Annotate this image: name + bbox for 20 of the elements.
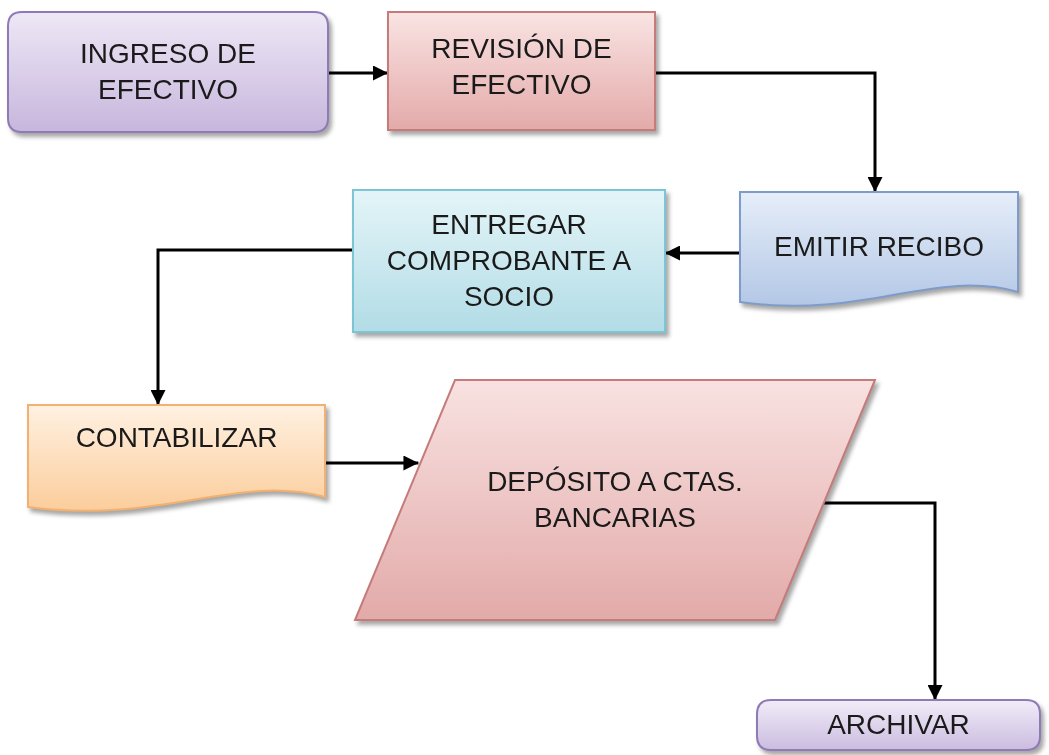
arrow [325, 455, 419, 471]
document-shape [28, 405, 325, 515]
document-shape [740, 192, 1018, 310]
data-parallelogram [355, 380, 875, 620]
process-box [757, 700, 1040, 750]
step-label: ARCHIVAR [826, 708, 971, 742]
arrow [823, 501, 943, 700]
process-box [388, 12, 655, 130]
process-box [353, 190, 665, 332]
arrow [655, 71, 883, 192]
step-label: DEPÓSITO A CTAS. BANCARIAS [486, 465, 744, 535]
step-label: ENTREGAR COMPROBANTE A SOCIO [385, 208, 633, 314]
step-label: CONTABILIZAR [74, 420, 279, 455]
process-box [8, 12, 328, 132]
arrow [665, 245, 740, 261]
step-label: INGRESO DE EFECTIVO [79, 37, 257, 107]
step-label: EMITIR RECIBO [773, 230, 985, 264]
step-label: REVISIÓN DE EFECTIVO [430, 32, 613, 102]
arrow [150, 248, 353, 405]
arrow [328, 65, 388, 81]
